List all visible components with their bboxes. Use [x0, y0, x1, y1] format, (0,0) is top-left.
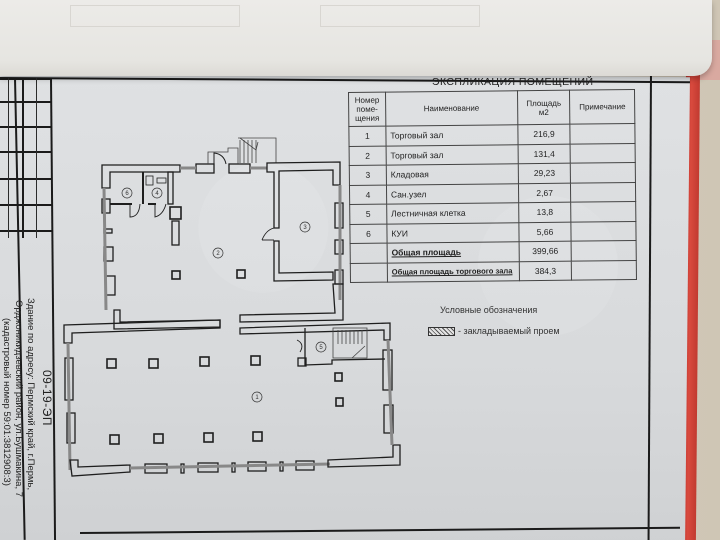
legend-title: Условные обозначения	[440, 305, 538, 315]
room-label-2: 2	[216, 251, 220, 257]
explication-title: ЭКСПЛИКАЦИЯ ПОМЕЩЕНИЙ	[432, 76, 594, 88]
legend-item: - закладываемый проем	[428, 326, 560, 336]
room-label-3: 3	[303, 225, 307, 231]
hatch-swatch-icon	[428, 326, 455, 336]
room-label-4: 4	[155, 191, 159, 197]
room-label-6: 6	[125, 191, 129, 197]
ghost-print	[70, 5, 240, 27]
title-block-grid	[0, 78, 56, 278]
room-label-5: 5	[319, 345, 323, 351]
lifted-page	[0, 0, 712, 76]
ghost-print	[320, 5, 480, 27]
legend-label: - закладываемый проем	[458, 326, 560, 336]
room-label-1: 1	[255, 395, 259, 401]
